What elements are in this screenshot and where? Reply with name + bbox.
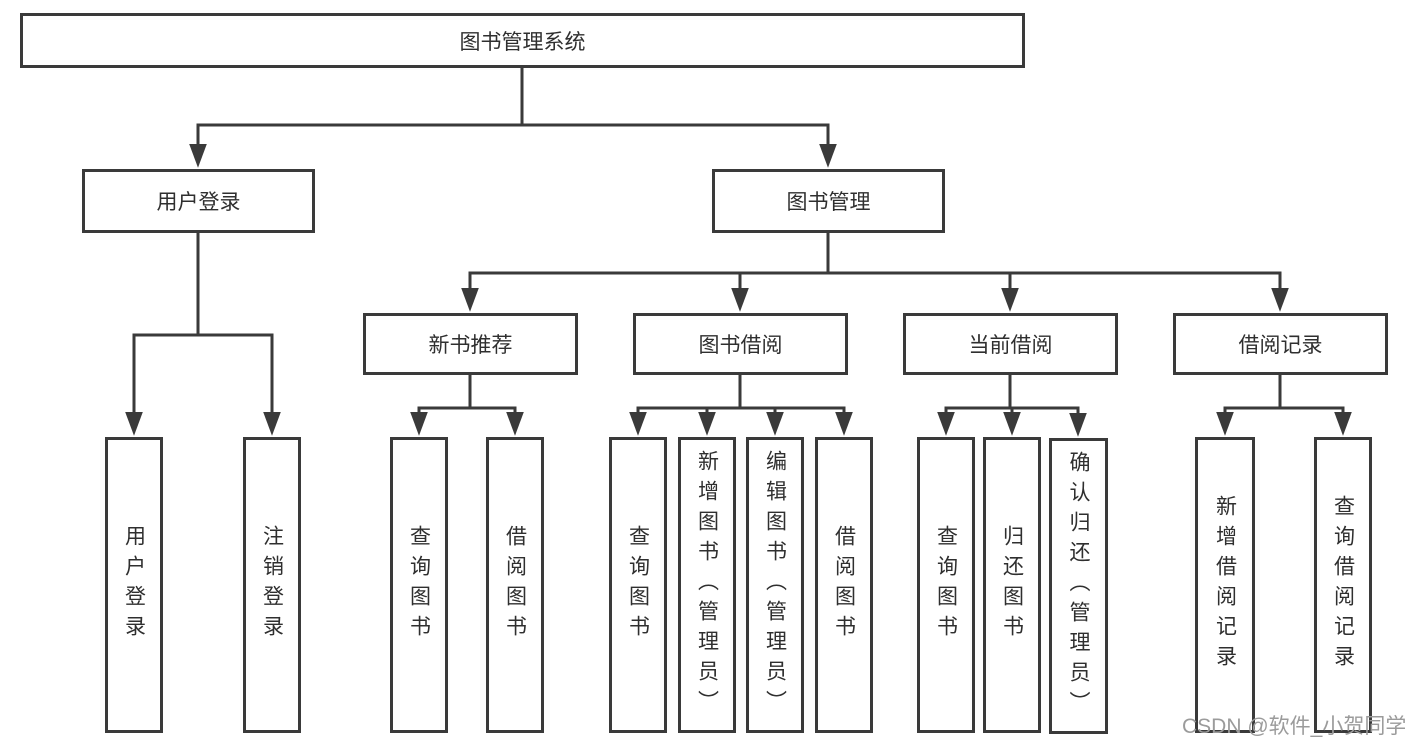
node-label: 图书管理 bbox=[786, 191, 871, 214]
node-label: 查询图书 bbox=[626, 525, 650, 645]
node-label: 借阅记录 bbox=[1238, 334, 1323, 357]
node-query-books-3: 查询图书 bbox=[917, 437, 975, 733]
node-label: 注销登录 bbox=[260, 525, 284, 645]
node-label: 图书管理系统 bbox=[459, 30, 586, 54]
node-label: 归还图书 bbox=[1000, 525, 1024, 645]
node-label: 查询借阅记录 bbox=[1331, 495, 1355, 675]
node-label: 查询图书 bbox=[934, 525, 958, 645]
node-label: 查询图书 bbox=[407, 525, 431, 645]
node-label: 新书推荐 bbox=[428, 334, 513, 357]
node-label: 确认归还（管理员） bbox=[1067, 451, 1090, 721]
node-label: 编辑图书（管理员） bbox=[763, 450, 787, 720]
node-edit-books-admin: 编辑图书（管理员） bbox=[746, 437, 804, 733]
node-confirm-return-admin: 确认归还（管理员） bbox=[1049, 438, 1108, 734]
node-query-books-1: 查询图书 bbox=[390, 437, 448, 733]
node-user-login: 用户登录 bbox=[82, 169, 315, 233]
node-label: 借阅图书 bbox=[503, 525, 527, 645]
node-label: 用户登录 bbox=[156, 191, 241, 214]
node-query-borrow-record: 查询借阅记录 bbox=[1314, 437, 1372, 733]
node-query-books-2: 查询图书 bbox=[609, 437, 667, 733]
node-book-management: 图书管理 bbox=[712, 169, 945, 233]
node-logout: 注销登录 bbox=[243, 437, 301, 733]
node-add-books-admin: 新增图书（管理员） bbox=[678, 437, 736, 733]
node-borrowing-records: 借阅记录 bbox=[1173, 313, 1388, 375]
node-label: 借阅图书 bbox=[832, 525, 856, 645]
node-return-books: 归还图书 bbox=[983, 437, 1041, 733]
node-current-borrowing: 当前借阅 bbox=[903, 313, 1118, 375]
node-book-borrowing: 图书借阅 bbox=[633, 313, 848, 375]
node-new-book-recommend: 新书推荐 bbox=[363, 313, 578, 375]
node-borrow-books-1: 借阅图书 bbox=[486, 437, 544, 733]
node-add-borrow-record: 新增借阅记录 bbox=[1195, 437, 1255, 733]
node-label: 当前借阅 bbox=[968, 334, 1053, 357]
node-library-management-system: 图书管理系统 bbox=[20, 13, 1025, 68]
csdn-watermark: CSDN @软件_小贺同学 bbox=[1182, 715, 1405, 738]
node-user-login-leaf: 用户登录 bbox=[105, 437, 163, 733]
node-label: 新增借阅记录 bbox=[1213, 495, 1237, 675]
node-label: 用户登录 bbox=[122, 525, 146, 645]
node-label: 图书借阅 bbox=[698, 334, 783, 357]
node-borrow-books-2: 借阅图书 bbox=[815, 437, 873, 733]
node-label: 新增图书（管理员） bbox=[695, 450, 719, 720]
